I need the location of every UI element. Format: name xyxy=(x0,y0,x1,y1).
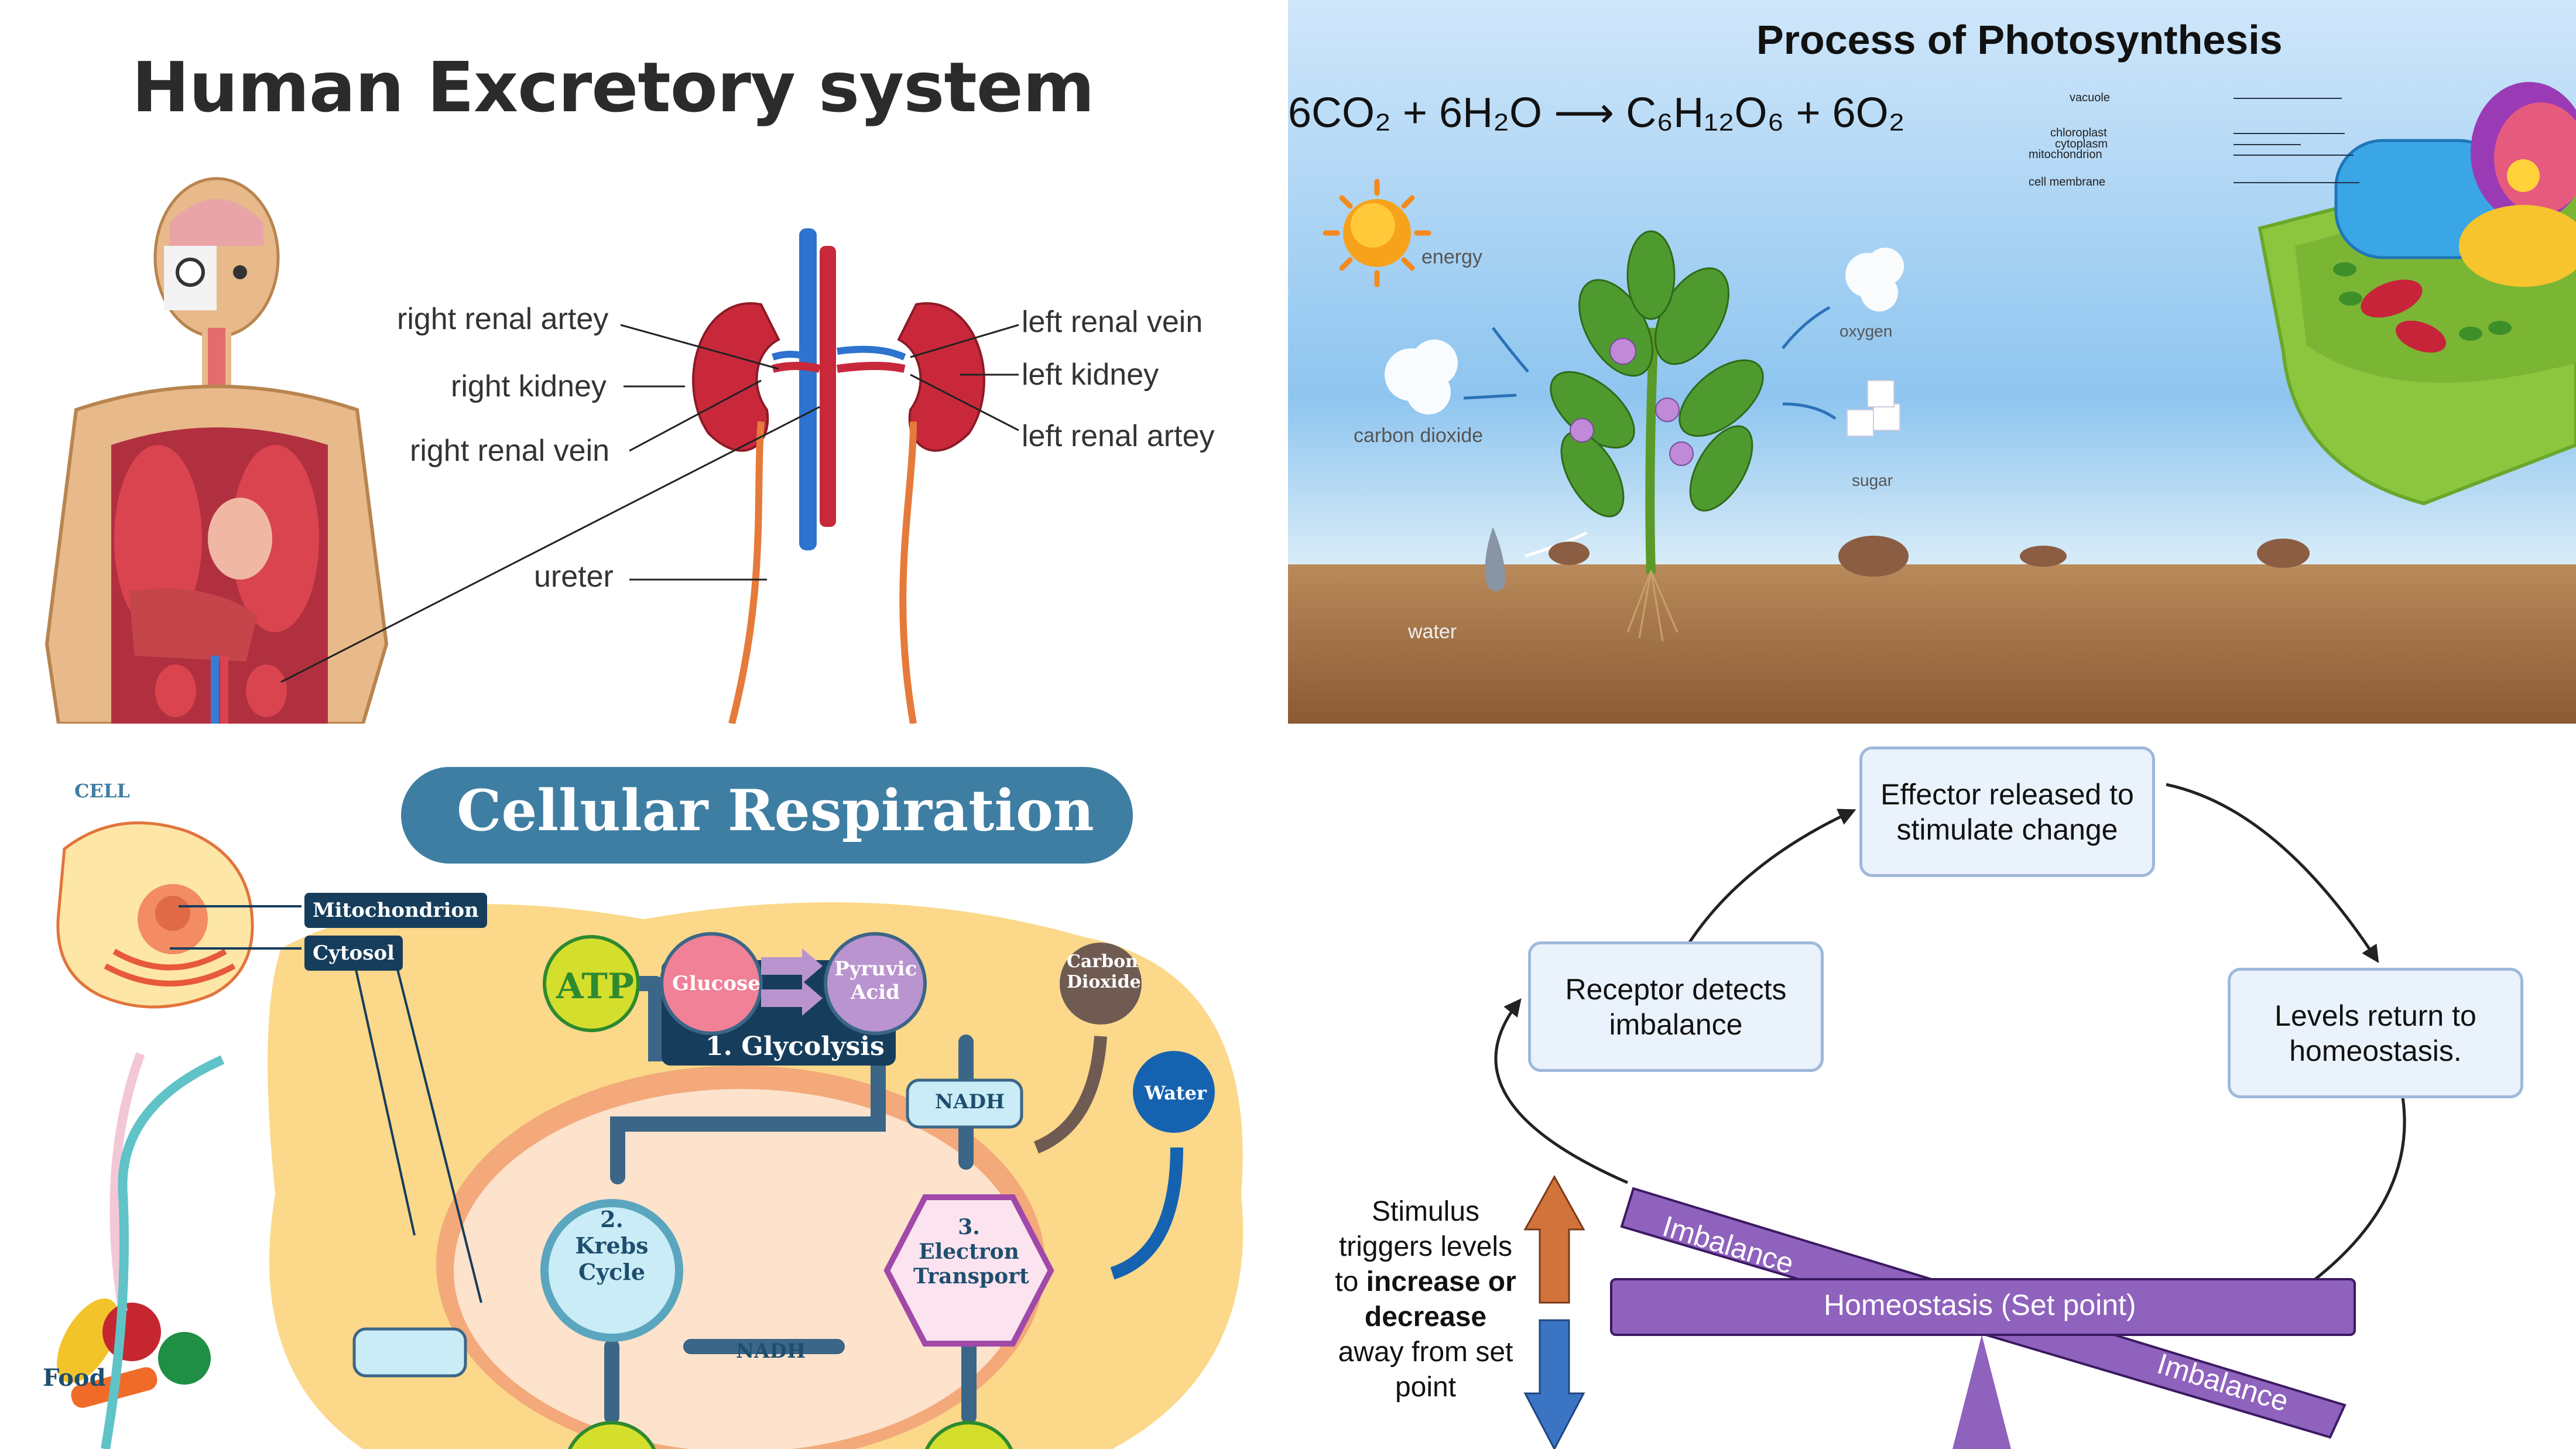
label-glycolysis: 1. Glycolysis xyxy=(705,1032,885,1061)
arrow-effector-to-levels xyxy=(2166,783,2379,964)
photosynthesis-illustration xyxy=(1323,82,2576,642)
plant-cell-diagram xyxy=(2234,82,2576,506)
label-glucose: Glucose xyxy=(672,972,761,995)
label-cytoplasm: cytoplasm xyxy=(2055,138,2108,150)
stimulus-text-post: away from set point xyxy=(1338,1337,1513,1403)
kidney-diagram xyxy=(280,228,1019,724)
label-sugar: sugar xyxy=(1852,471,1893,489)
label-carbon-dioxide: carbon dioxide xyxy=(1354,424,1484,447)
roots-icon xyxy=(1626,570,1678,642)
label-mitochondrion: mitochondrion xyxy=(2029,148,2102,161)
pyruvic-acid-node xyxy=(824,932,927,1035)
setpoint-label: Homeostasis (Set point) xyxy=(1824,1289,2136,1321)
fulcrum-icon xyxy=(1952,1335,2011,1449)
label-oxygen: oxygen xyxy=(1839,322,1893,340)
label-energy: energy xyxy=(1421,246,1482,268)
photosynthesis-title: Process of Photosynthesis xyxy=(1756,17,2283,63)
label-vacuole: vacuole xyxy=(2070,91,2110,104)
label-chloroplast: chloroplast xyxy=(2050,126,2107,139)
food-icon xyxy=(57,1298,211,1408)
receptor-text: Receptor detects imbalance xyxy=(1565,972,1787,1041)
label-carbon-dioxide: Carbon Dioxide xyxy=(1067,951,1141,992)
levels-box: Levels return to homeostasis. xyxy=(2228,968,2523,1098)
atp-icon xyxy=(543,935,640,1032)
receptor-box: Receptor detects imbalance xyxy=(1528,941,1824,1072)
label-left-kidney: left kidney xyxy=(1022,358,1159,392)
label-cell: CELL xyxy=(74,780,130,802)
respiration-panel: Cellular Respiration CELL Mitochondrion … xyxy=(0,726,1286,1449)
label-pyruvic-acid: Pyruvic Acid xyxy=(834,957,917,1004)
atp-icon-bottom-left xyxy=(567,1421,656,1449)
oxygen-cloud-icon xyxy=(1845,248,1904,311)
label-right-renal-artery: right renal artey xyxy=(397,302,609,336)
levels-text: Levels return to homeostasis. xyxy=(2274,999,2476,1067)
homeostasis-arrows xyxy=(1494,783,2406,1449)
excretory-panel: Human Excretory system xyxy=(0,0,1286,724)
effector-text: Effector released to stimulate change xyxy=(1880,777,2134,846)
nadh-mid-node xyxy=(352,1327,467,1378)
water-node xyxy=(1133,1051,1215,1133)
arrow-imbalance-to-receptor xyxy=(1494,998,1629,1184)
plant-icon xyxy=(1550,230,1764,574)
excretory-title: Human Excretory system xyxy=(132,47,1095,128)
stimulus-down-arrow-icon xyxy=(1523,1319,1585,1449)
label-water: Water xyxy=(1145,1082,1207,1104)
label-nadh-top: NADH xyxy=(935,1090,1005,1114)
carbon-dioxide-node xyxy=(1060,943,1142,1025)
homeostasis-panel: Effector released to stimulate change Re… xyxy=(1288,726,2576,1449)
sun-icon xyxy=(1323,179,1431,287)
stimulus-text-pre: Stimulus triggers levels to xyxy=(1335,1196,1513,1297)
photosynthesis-panel: Process of Photosynthesis 6CO₂ + 6H₂O ⟶ … xyxy=(1288,0,2576,724)
krebs-cycle-node xyxy=(540,1199,683,1342)
stimulus-text-bold: increase or decrease xyxy=(1364,1266,1516,1332)
nadh-top-node xyxy=(906,1078,1023,1129)
respiration-illustration xyxy=(56,821,1244,1449)
stimulus-up-arrow-icon xyxy=(1523,1174,1585,1304)
label-electron-transport: 3. Electron Transport xyxy=(913,1215,1029,1289)
photosynthesis-equation: 6CO₂ + 6H₂O ⟶ C₆H₁₂O₆ + 6O₂ xyxy=(1288,90,1905,136)
sugar-cubes-icon xyxy=(1847,380,1900,437)
respiration-title-banner xyxy=(401,767,1133,864)
label-right-kidney: right kidney xyxy=(451,369,607,403)
tag-cytosol: Cytosol xyxy=(304,936,403,971)
soil-rocks xyxy=(1549,536,2310,577)
cell-icon xyxy=(56,821,254,1009)
excretory-illustration xyxy=(44,177,1019,724)
label-right-renal-vein: right renal vein xyxy=(410,434,610,468)
stimulus-text: Stimulus triggers levels to increase or … xyxy=(1329,1194,1522,1405)
label-nadh-mid: NADH xyxy=(736,1340,806,1363)
label-left-renal-artery: left renal artey xyxy=(1022,419,1215,453)
glucose-node xyxy=(660,932,763,1035)
label-left-renal-vein: left renal vein xyxy=(1022,305,1203,339)
atp-icon-bottom-right xyxy=(924,1421,1013,1449)
tag-mitochondrion: Mitochondrion xyxy=(304,893,487,928)
label-atp: ATP xyxy=(556,966,635,1007)
label-krebs-cycle: 2. Krebs Cycle xyxy=(575,1206,649,1285)
setpoint-bar xyxy=(1610,1278,2356,1336)
respiration-title: Cellular Respiration xyxy=(457,777,1094,844)
label-food: Food xyxy=(43,1364,106,1392)
label-cell-membrane: cell membrane xyxy=(2029,176,2106,189)
arrow-levels-to-setpoint xyxy=(2265,1062,2406,1314)
label-water: water xyxy=(1408,621,1457,643)
arrow-receptor-to-effector xyxy=(1678,809,1856,958)
label-ureter: ureter xyxy=(534,560,614,594)
effector-box: Effector released to stimulate change xyxy=(1859,746,2155,877)
water-drop-icon xyxy=(1485,527,1505,591)
electron-transport-node xyxy=(883,1194,1054,1347)
co2-cloud-icon xyxy=(1385,340,1458,415)
human-body-figure xyxy=(44,177,389,724)
